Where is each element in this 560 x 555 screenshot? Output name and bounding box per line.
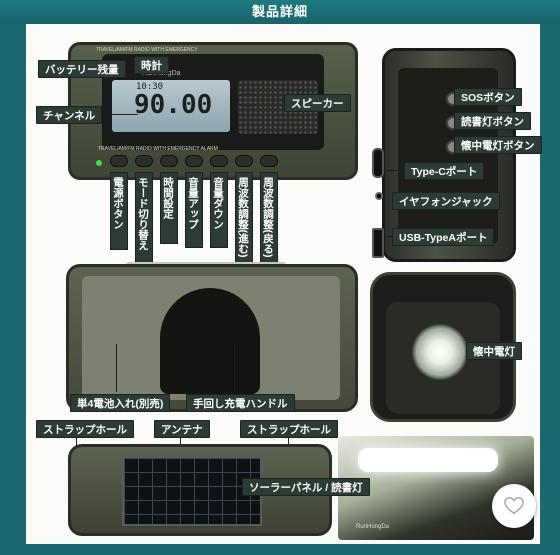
lcd-frequency: 90.00 [134, 90, 213, 120]
heart-icon [504, 496, 524, 515]
usb-a-slot [372, 228, 384, 258]
label-mode-switch: モード切り替え [135, 172, 153, 264]
solar-panel [122, 456, 262, 526]
crank-handle [160, 288, 260, 394]
lcd-display [112, 80, 230, 132]
label-flashlight-button: 懐中電灯ボタン [454, 136, 542, 154]
earphone-jack-hole [375, 192, 383, 200]
radio-button-6 [235, 155, 253, 167]
label-hand-crank: 手回し充電ハンドル [186, 394, 295, 412]
radio-button-1 [110, 155, 128, 167]
label-earphone-jack: イヤフォンジャック [392, 192, 500, 210]
radio-bottom-text: TRAVEL/AM/FM RADIO WITH EMERGENCY ALARM [98, 146, 218, 152]
radio-button-4 [185, 155, 203, 167]
label-volume-down: 音量ダウン [210, 172, 228, 248]
reading-lamp-glow [358, 448, 498, 472]
radio-button-7 [260, 155, 278, 167]
leader-line [386, 170, 404, 171]
type-c-slot [372, 148, 384, 178]
label-sos-button: SOSボタン [454, 88, 522, 106]
flashlight-lens [412, 324, 468, 380]
label-channel: チャンネル [36, 106, 103, 124]
label-flashlight: 懐中電灯 [466, 342, 522, 360]
label-clock: 時計 [134, 56, 169, 74]
label-power-button: 電源ボタン [110, 172, 128, 250]
radio-top-text: TRAVEL/AM/FM RADIO WITH EMERGENCY [96, 47, 198, 53]
lcd-time: 10:30 [136, 82, 164, 92]
leader-line [234, 344, 235, 392]
leader-line [116, 344, 117, 392]
label-battery: バッテリー残量 [38, 60, 126, 78]
label-strap-hole-left: ストラップホール [36, 420, 134, 438]
page-title: 製品詳細 [0, 0, 560, 24]
label-usb-type-a-port: USB-TypeAポート [392, 228, 495, 246]
radio-button-3 [160, 155, 178, 167]
label-speaker: スピーカー [284, 94, 351, 112]
label-solar-panel: ソーラーパネル / 読書灯 [242, 478, 370, 496]
leader-line [386, 236, 392, 237]
product-diagram: TRAVEL/AM/FM RADIO WITH EMERGENCY RunHon… [26, 24, 542, 544]
label-type-c-port: Type-Cポート [404, 162, 485, 180]
label-volume-up: 音量アップ [185, 172, 203, 248]
radio-button-2 [135, 155, 153, 167]
label-battery-compartment: 単4電池入れ(別売) [70, 394, 171, 412]
radio-button-5 [210, 155, 228, 167]
leader-line [108, 114, 138, 115]
label-time-setting: 時間設定 [160, 172, 178, 244]
lamp-photo-brand: RunHongDa [356, 524, 390, 530]
like-button[interactable] [492, 484, 536, 528]
label-reading-light-button: 読書灯ボタン [454, 112, 531, 130]
label-strap-hole-right: ストラップホール [240, 420, 338, 438]
label-tune-forward: 周波数調整(進む) [235, 172, 253, 284]
label-antenna: アンテナ [154, 420, 210, 438]
power-led [96, 160, 102, 166]
